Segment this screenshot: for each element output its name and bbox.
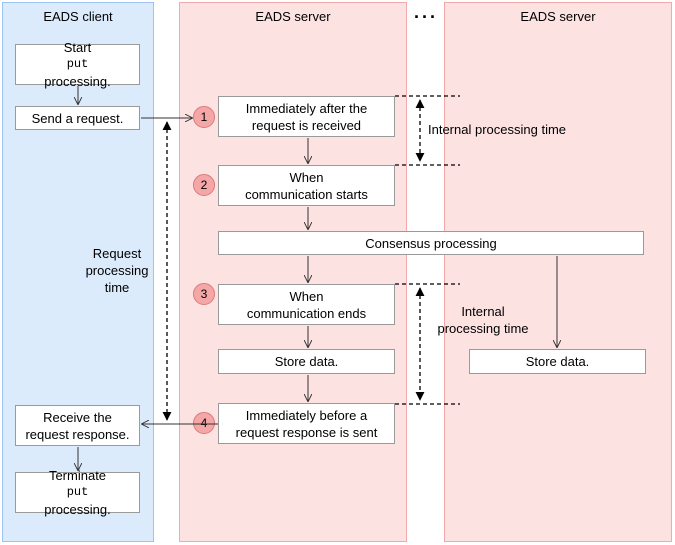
step4-line1: Immediately before a xyxy=(245,407,368,423)
start-suffix: processing. xyxy=(44,74,111,89)
box-send-request: Send a request. xyxy=(15,106,140,130)
start-code: put xyxy=(66,57,89,71)
request-time-line1: Request xyxy=(92,246,142,261)
label-internal-processing-time-top: Internal processing time xyxy=(428,122,567,137)
request-time-line2: processing xyxy=(85,263,149,278)
ellipsis-more-servers: ... xyxy=(413,2,438,22)
step1-line2: request is received xyxy=(251,117,362,133)
start-prefix: Start xyxy=(63,40,92,55)
step-badge-4: 4 xyxy=(193,412,215,434)
step1-line1: Immediately after the xyxy=(245,100,368,116)
step2-line2: communication starts xyxy=(245,186,368,202)
step2-line1: When xyxy=(289,169,324,185)
label-internal-processing-time-bottom: Internal processing time xyxy=(428,303,538,337)
store-data-label-1: Store data. xyxy=(274,354,339,369)
lane-title-server-2: EADS server xyxy=(520,9,596,24)
box-store-data-server2: Store data. xyxy=(469,349,646,374)
step3-line2: communication ends xyxy=(246,305,367,321)
box-terminate-put-processing: Terminate put processing. xyxy=(15,468,140,517)
request-time-line3: time xyxy=(104,280,130,295)
step4-line2: request response is sent xyxy=(235,424,378,440)
step-badge-2: 2 xyxy=(193,174,215,196)
box-store-data-server1: Store data. xyxy=(218,349,395,374)
box-step3-communication-ends: When communication ends xyxy=(218,284,395,325)
step-badge-1: 1 xyxy=(193,106,215,128)
send-request-label: Send a request. xyxy=(31,110,124,126)
box-receive-response: Receive the request response. xyxy=(15,405,140,446)
label-request-processing-time: Request processing time xyxy=(72,245,162,296)
box-consensus-processing: Consensus processing xyxy=(218,231,644,255)
terminate-code: put xyxy=(66,485,89,499)
consensus-label: Consensus processing xyxy=(365,235,497,251)
box-start-put-processing: Start put processing. xyxy=(15,40,140,89)
lane-eads-server-1: EADS server xyxy=(179,2,407,542)
box-step4-before-response-sent: Immediately before a request response is… xyxy=(218,403,395,444)
internal-bottom-line2: processing time xyxy=(437,321,529,336)
receive-line2: request response. xyxy=(25,426,130,442)
store-data-label-2: Store data. xyxy=(525,354,590,369)
lane-title-client: EADS client xyxy=(43,9,113,24)
lane-eads-server-2: EADS server xyxy=(444,2,672,542)
step-badge-3: 3 xyxy=(193,283,215,305)
internal-bottom-line1: Internal xyxy=(461,304,505,319)
box-step2-communication-starts: When communication starts xyxy=(218,165,395,206)
terminate-prefix: Terminate xyxy=(48,468,107,483)
receive-line1: Receive the xyxy=(43,409,112,425)
lane-title-server-1: EADS server xyxy=(255,9,331,24)
box-step1-after-request-received: Immediately after the request is receive… xyxy=(218,96,395,137)
terminate-suffix: processing. xyxy=(44,502,111,517)
step3-line1: When xyxy=(289,288,324,304)
